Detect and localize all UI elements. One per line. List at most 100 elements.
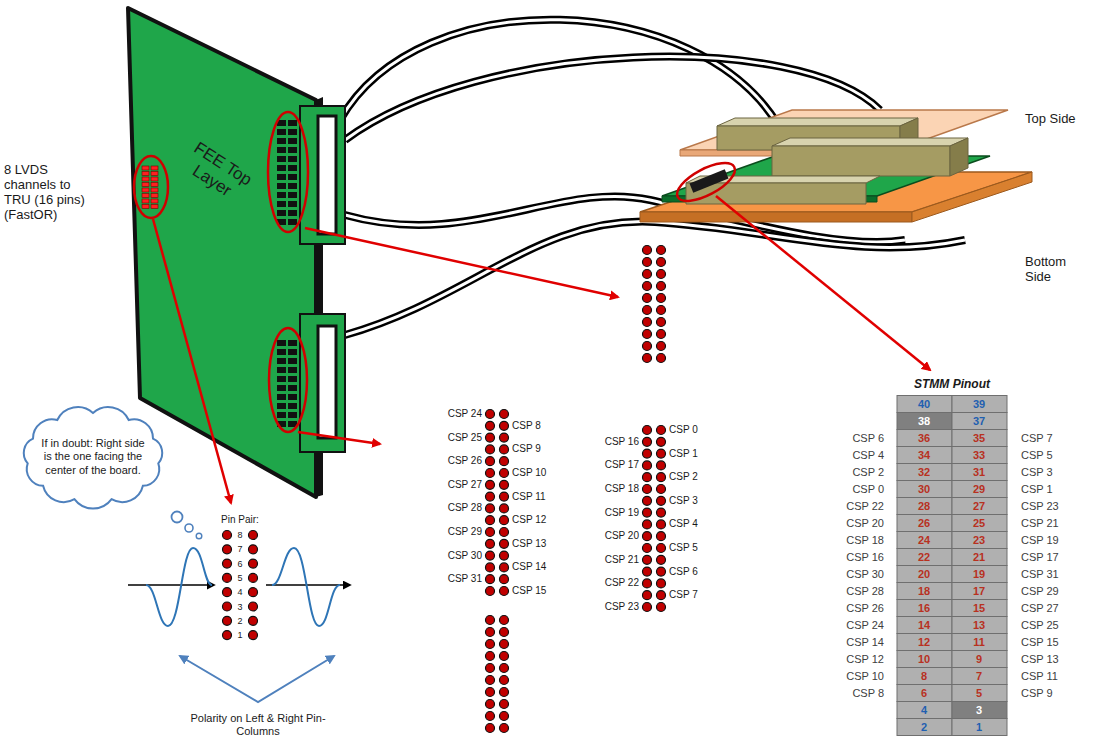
pin-dot <box>643 579 652 588</box>
pin-number: 36 <box>918 432 930 445</box>
pin-dot <box>657 318 666 327</box>
pin-dot <box>657 258 666 267</box>
lvds-pin <box>151 183 158 187</box>
pin-number: 5 <box>237 573 242 583</box>
pin-dot <box>486 421 495 430</box>
pin-dot <box>500 587 509 596</box>
pin-dot <box>486 640 495 649</box>
csp-label: CSP 24 <box>846 619 884 632</box>
cables <box>340 20 965 335</box>
pin-dot <box>486 480 495 489</box>
board-surface <box>128 8 316 497</box>
pin-dot <box>657 485 666 494</box>
table-cell <box>897 583 952 600</box>
pin-dot <box>486 563 495 572</box>
highlight-ring <box>134 156 168 218</box>
pin-dot <box>657 246 666 255</box>
table-cell <box>952 719 1007 736</box>
pin-dot <box>657 282 666 291</box>
pin-dot <box>657 330 666 339</box>
lvds-pin <box>142 183 149 187</box>
pin-dot <box>500 469 509 478</box>
pin-number: 1 <box>237 630 242 640</box>
table-cell <box>897 651 952 668</box>
pin-label: CSP 30 <box>448 550 482 562</box>
pin-number: 39 <box>973 398 985 411</box>
pin-dot <box>500 504 509 513</box>
header-pin <box>277 165 286 171</box>
pin-number: 20 <box>918 568 930 581</box>
pin-dot <box>500 551 509 560</box>
pin-dot <box>486 724 495 733</box>
pin-number: 32 <box>918 466 930 479</box>
csp-label: CSP 31 <box>1021 568 1059 581</box>
table-cell <box>952 515 1007 532</box>
pin-dot <box>486 410 495 419</box>
pin-dot <box>643 473 652 482</box>
pin-dot <box>500 421 509 430</box>
header-pin <box>288 219 297 225</box>
pin-number: 35 <box>973 432 985 445</box>
cable <box>340 20 780 128</box>
polarity-sketch <box>128 512 350 703</box>
pin-label: CSP 0 <box>669 424 698 436</box>
pin-number: 6 <box>237 558 242 568</box>
pin-label: CSP 29 <box>448 526 482 538</box>
lvds-pin <box>142 205 149 209</box>
pin-dot <box>643 426 652 435</box>
pin-dot <box>500 676 509 685</box>
pin-dot <box>500 700 509 709</box>
header-pin <box>277 147 286 153</box>
pin-dot <box>486 616 495 625</box>
csp-label: CSP 17 <box>1021 551 1059 564</box>
header-pin <box>277 376 286 382</box>
pin-number: 28 <box>918 500 930 513</box>
pin-number: 24 <box>918 534 930 547</box>
pin-dot <box>223 616 232 625</box>
pin-number: 22 <box>918 551 930 564</box>
pin-dot <box>486 700 495 709</box>
pin-number: 17 <box>973 585 985 598</box>
header-pin <box>288 201 297 207</box>
pin-dot <box>486 528 495 537</box>
csp-label: CSP 4 <box>852 449 884 462</box>
header-pin <box>277 367 286 373</box>
pin-dot <box>657 473 666 482</box>
highlight-ring <box>672 155 741 208</box>
pin-dot <box>643 567 652 576</box>
pin-dot <box>223 559 232 568</box>
table-cell <box>897 549 952 566</box>
pin-dot <box>643 603 652 612</box>
pin-dot <box>500 628 509 637</box>
pin-dot <box>657 532 666 541</box>
csp-label: CSP 18 <box>846 534 884 547</box>
pin-dot <box>657 544 666 553</box>
waveform <box>146 548 212 626</box>
pin-dot <box>500 457 509 466</box>
pin-dot <box>657 342 666 351</box>
pin-dot <box>486 469 495 478</box>
pin-label: CSP 27 <box>448 479 482 491</box>
note-text: If in doubt: Right side is the one facin… <box>41 437 145 477</box>
header-pin <box>277 183 286 189</box>
table-cell <box>897 634 952 651</box>
connector-block <box>950 138 968 176</box>
connector-block <box>717 118 918 126</box>
table-cell <box>897 685 952 702</box>
lvds-pin <box>142 172 149 176</box>
header-pin <box>277 412 286 418</box>
pin-dot <box>643 485 652 494</box>
pin-dot <box>500 433 509 442</box>
pin-dot <box>223 531 232 540</box>
lvds-pin <box>151 199 158 203</box>
pin-dot <box>643 246 652 255</box>
pin-label: CSP 7 <box>669 589 698 601</box>
pointer-arrow <box>298 432 380 444</box>
thought-dot <box>172 512 183 523</box>
pin-dot <box>643 544 652 553</box>
header-pin <box>288 138 297 144</box>
pin-label: CSP 8 <box>512 420 541 432</box>
pin-number: 38 <box>918 415 930 428</box>
header-pin <box>288 183 297 189</box>
csp-label: CSP 5 <box>1021 449 1053 462</box>
